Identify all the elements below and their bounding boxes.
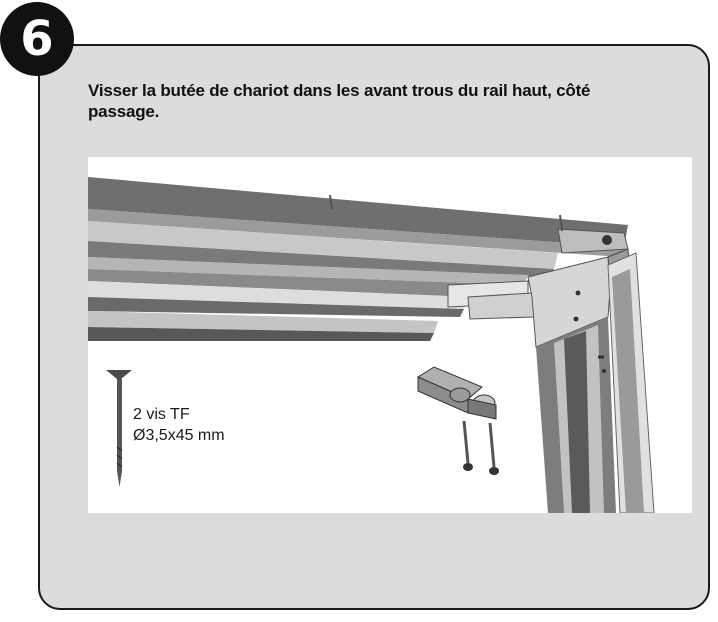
step-instruction: Visser la butée de chariot dans les avan… <box>88 81 591 121</box>
frame-rail-drawing <box>88 177 655 513</box>
step-number-badge: 6 <box>0 2 74 76</box>
screw-spec-caption: 2 vis TF Ø3,5x45 mm <box>133 404 225 446</box>
carriage-stop-icon <box>416 366 499 475</box>
assembly-illustration: 2 vis TF Ø3,5x45 mm <box>88 157 692 513</box>
screw-quantity-label: 2 vis TF <box>133 406 190 423</box>
screw-icon <box>106 370 132 487</box>
screw-size-label: Ø3,5x45 mm <box>133 427 225 444</box>
